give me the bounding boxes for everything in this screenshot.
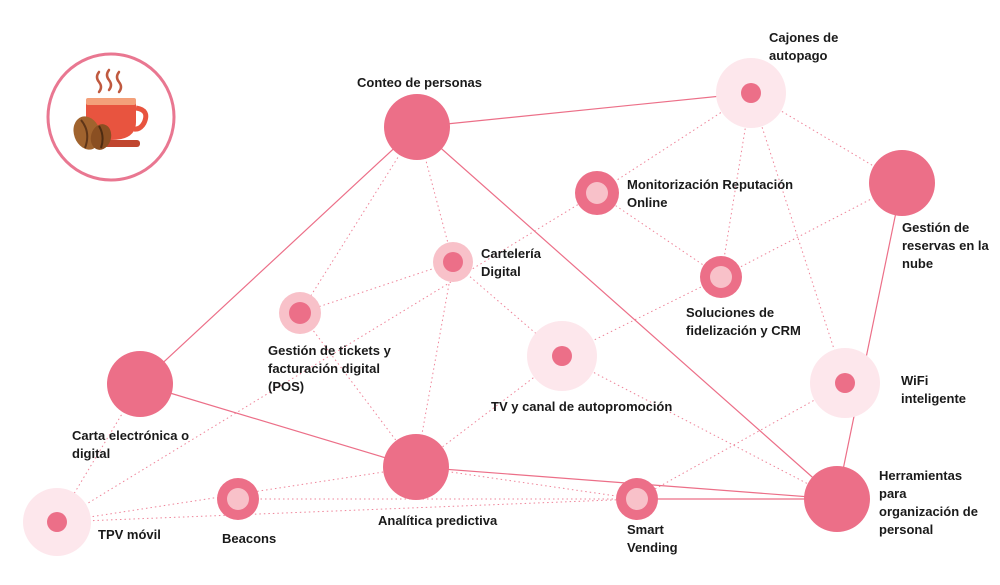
node-carteleria	[433, 242, 473, 282]
label-line: Beacons	[222, 531, 276, 546]
node-label-tv: TV y canal de autopromoción	[491, 399, 672, 414]
edge-conteo-herramientas	[416, 126, 838, 500]
edge-tpv-smart	[56, 498, 638, 523]
node-tv	[527, 321, 597, 391]
edge-monitorizacion-tpv	[56, 192, 598, 523]
edge-tickets-analitica	[299, 312, 417, 468]
label-line: personal	[879, 522, 933, 537]
node-circle	[804, 466, 870, 532]
node-analitica	[383, 434, 449, 500]
node-fidelizacion	[700, 256, 742, 298]
label-line: autopago	[769, 48, 828, 63]
label-line: inteligente	[901, 391, 966, 406]
label-line: fidelización y CRM	[686, 323, 801, 338]
node-inner-dot	[710, 266, 732, 288]
node-label-beacons: Beacons	[222, 531, 276, 546]
node-inner-dot	[443, 252, 463, 272]
node-label-cajones: Cajones de autopago	[769, 30, 838, 63]
node-tickets	[279, 292, 321, 334]
node-cajones	[716, 58, 786, 128]
nodes-layer	[23, 58, 935, 556]
label-line: facturación digital	[268, 361, 380, 376]
node-circle	[869, 150, 935, 216]
label-line: Gestión de tickets y	[268, 343, 392, 358]
label-line: Gestión de	[902, 220, 969, 235]
edge-carteleria-analitica	[415, 261, 454, 468]
node-carta	[107, 351, 173, 417]
label-line: WiFi	[901, 373, 928, 388]
node-label-wifi: WiFi inteligente	[901, 373, 966, 406]
label-line: TPV móvil	[98, 527, 161, 542]
label-line: nube	[902, 256, 933, 271]
label-line: Soluciones de	[686, 305, 774, 320]
node-conteo	[384, 94, 450, 160]
node-circle	[107, 351, 173, 417]
node-herramientas	[804, 466, 870, 532]
node-inner-dot	[626, 488, 648, 510]
label-line: Digital	[481, 264, 521, 279]
node-circle	[384, 94, 450, 160]
edge-conteo-carta	[139, 126, 418, 385]
edge-gestion_reservas-herramientas	[836, 182, 903, 500]
label-line: Vending	[627, 540, 678, 555]
label-line: Herramientas	[879, 468, 962, 483]
edge-carteleria-tv	[452, 261, 563, 357]
node-wifi	[810, 348, 880, 418]
node-beacons	[217, 478, 259, 520]
label-line: reservas en la	[902, 238, 990, 253]
edge-carteleria-tickets	[299, 261, 454, 314]
edge-conteo-cajones	[416, 92, 752, 128]
node-smart	[616, 478, 658, 520]
label-line: Carta electrónica o	[72, 428, 189, 443]
node-inner-dot	[289, 302, 311, 324]
label-line: Monitorización Reputación	[627, 177, 793, 192]
node-gestion_reservas	[869, 150, 935, 216]
edge-tpv-analitica	[56, 466, 417, 523]
node-label-gestion_reservas: Gestión de reservas en la nube	[902, 220, 990, 271]
labels-layer: Conteo de personas Cajones de autopagoMoni…	[72, 30, 990, 555]
edge-carta-analitica	[139, 383, 417, 468]
edge-cajones-monitorizacion	[596, 92, 752, 194]
node-inner-dot	[47, 512, 67, 532]
edge-analitica-smart	[415, 466, 638, 500]
label-line: Analítica predictiva	[378, 513, 498, 528]
node-inner-dot	[552, 346, 572, 366]
node-inner-dot	[835, 373, 855, 393]
node-label-carta: Carta electrónica o digital	[72, 428, 189, 461]
coffee-cup-beans-icon	[46, 52, 176, 182]
label-line: Cartelería	[481, 246, 542, 261]
edge-cajones-wifi	[750, 92, 846, 384]
edge-conteo-tickets	[299, 126, 418, 314]
label-line: Conteo de personas	[357, 75, 482, 90]
edges-layer	[56, 92, 903, 523]
label-line: (POS)	[268, 379, 304, 394]
node-inner-dot	[227, 488, 249, 510]
node-inner-dot	[741, 83, 761, 103]
label-line: para	[879, 486, 907, 501]
label-line: organización de	[879, 504, 978, 519]
node-tpv	[23, 488, 91, 556]
node-label-analitica: Analítica predictiva	[378, 513, 498, 528]
label-line: TV y canal de autopromoción	[491, 399, 672, 414]
label-line: Smart	[627, 522, 665, 537]
node-label-fidelizacion: Soluciones de fidelización y CRM	[686, 305, 801, 338]
edge-wifi-smart	[636, 382, 846, 500]
node-inner-dot	[586, 182, 608, 204]
node-circle	[383, 434, 449, 500]
label-line: digital	[72, 446, 110, 461]
node-monitorizacion	[575, 171, 619, 215]
label-line: Online	[627, 195, 667, 210]
node-label-herramientas: Herramientas para organización de personal	[879, 468, 978, 537]
node-label-conteo: Conteo de personas	[357, 75, 482, 90]
node-label-tpv: TPV móvil	[98, 527, 161, 542]
label-line: Cajones de	[769, 30, 838, 45]
node-label-tickets: Gestión de tickets y facturación digital (…	[268, 343, 392, 394]
